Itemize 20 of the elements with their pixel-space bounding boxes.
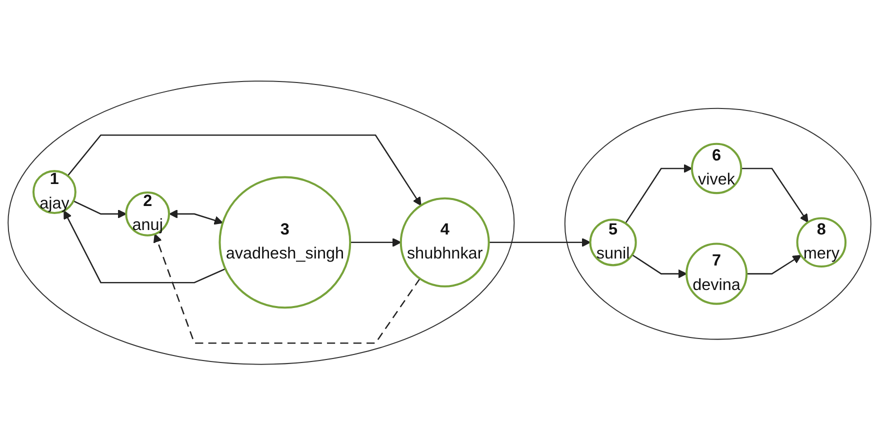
arrow: [169, 209, 224, 224]
arrow: [350, 238, 402, 247]
arrow: [624, 164, 692, 224]
arrow: [632, 254, 687, 278]
node-circle: [125, 191, 170, 236]
arrow: [153, 233, 420, 344]
node-circle: [589, 218, 637, 266]
node-circle: [400, 197, 490, 288]
node-circle: [218, 176, 352, 308]
node-circle: [690, 142, 742, 194]
node-circle: [686, 242, 748, 305]
node-circle: [32, 170, 76, 214]
arrow: [67, 134, 422, 206]
node-circle: [796, 217, 847, 268]
arrow: [73, 200, 127, 218]
arrow: [741, 168, 808, 223]
arrow: [746, 254, 802, 274]
arrow: [64, 210, 226, 284]
graph-drawing: 1 ajay 2 anuj 3 avadhesh_singh 4 shubhnkar 5 sunil 6 vivek 7 devina 8 mery: [0, 72, 879, 372]
arrow: [488, 238, 591, 247]
